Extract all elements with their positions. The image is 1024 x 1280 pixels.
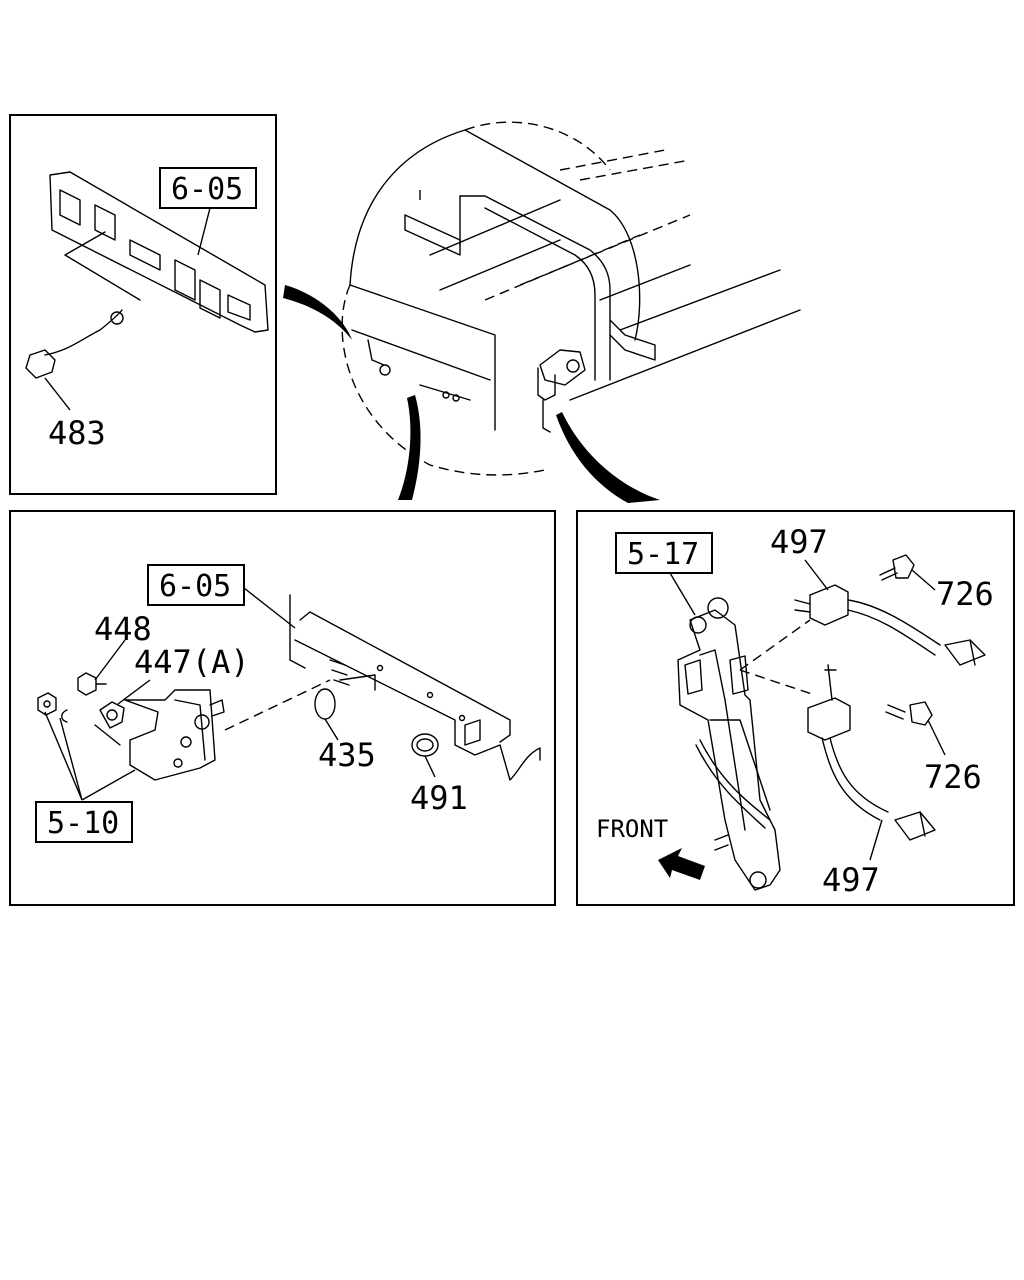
ref-box-6-05-top — [159, 167, 257, 209]
part-number-448: 448 — [94, 610, 152, 648]
part-number-726-upper: 726 — [936, 575, 994, 613]
part-number-435: 435 — [318, 736, 376, 774]
panel-bottom-left: 6-05 5-10 448 447(A) 435 491 — [9, 510, 556, 906]
part-number-491: 491 — [410, 779, 468, 817]
ref-label-6-05-top: 6-05 — [171, 172, 243, 207]
front-label: FRONT — [596, 815, 668, 843]
ref-box-5-17 — [615, 532, 713, 574]
front-direction-arrow-icon — [658, 848, 705, 880]
part-number-726-lower: 726 — [924, 758, 982, 796]
ref-box-6-05-bottom — [147, 564, 245, 606]
ref-label-5-17: 5-17 — [627, 537, 699, 572]
cab-overview-illustration — [283, 121, 801, 503]
ref-box-5-10 — [35, 801, 133, 843]
panel-bottom-right: 5-17 497 726 726 497 FRONT — [576, 510, 1015, 906]
part-number-497-lower: 497 — [822, 861, 880, 899]
panel-bottom-left-frame — [9, 510, 556, 906]
ref-label-6-05-bottom: 6-05 — [159, 569, 231, 604]
part-number-497-upper: 497 — [770, 523, 828, 561]
part-number-447a: 447(A) — [134, 643, 250, 681]
panel-bottom-right-frame — [576, 510, 1015, 906]
ref-label-5-10: 5-10 — [47, 806, 119, 841]
panel-top-left: 483 6-05 — [9, 114, 277, 495]
part-number-483: 483 — [48, 414, 106, 452]
